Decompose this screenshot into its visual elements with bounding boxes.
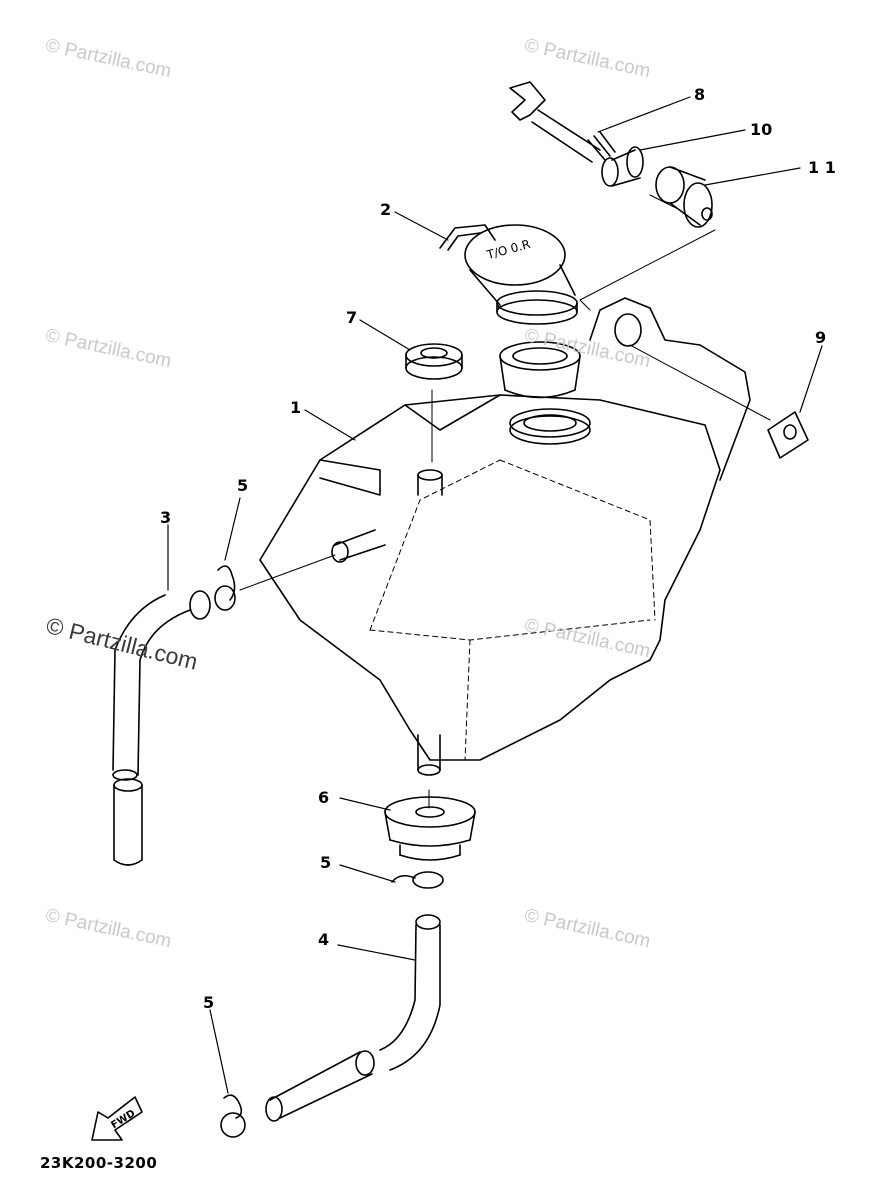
vent-hose-part: [112, 590, 211, 866]
grommet-bottom-part: [384, 789, 476, 861]
forward-arrow-icon: [91, 1096, 143, 1141]
hose-clip-part: [214, 554, 444, 1138]
washer-part: [629, 344, 809, 459]
callout-10: 10: [750, 120, 773, 139]
callout-9: 9: [815, 328, 827, 347]
cap-marking-text: T/O 0.R: [484, 237, 531, 262]
callout-4: 4: [318, 930, 330, 949]
fwd-label: FWD: [109, 1108, 137, 1131]
callout-5c: 5: [203, 993, 215, 1012]
bolt-assembly-part: [509, 81, 716, 311]
callout-2: 2: [380, 200, 392, 219]
callout-5a: 5: [237, 476, 249, 495]
callout-11: 1 1: [808, 158, 836, 177]
callout-1: 1: [290, 398, 302, 417]
fuel-hose-part: [265, 914, 441, 1122]
callout-3: 3: [160, 508, 172, 527]
callout-5b: 5: [320, 853, 332, 872]
fuel-tank-part: [259, 297, 751, 776]
callout-8: 8: [694, 85, 706, 104]
callout-7: 7: [346, 308, 358, 327]
callout-6: 6: [318, 788, 330, 807]
fuel-cap-part: [439, 224, 581, 399]
grommet-top-part: [405, 343, 463, 463]
diagram-code: 23K200-3200: [40, 1154, 158, 1172]
leader-lines: [167, 96, 823, 1094]
